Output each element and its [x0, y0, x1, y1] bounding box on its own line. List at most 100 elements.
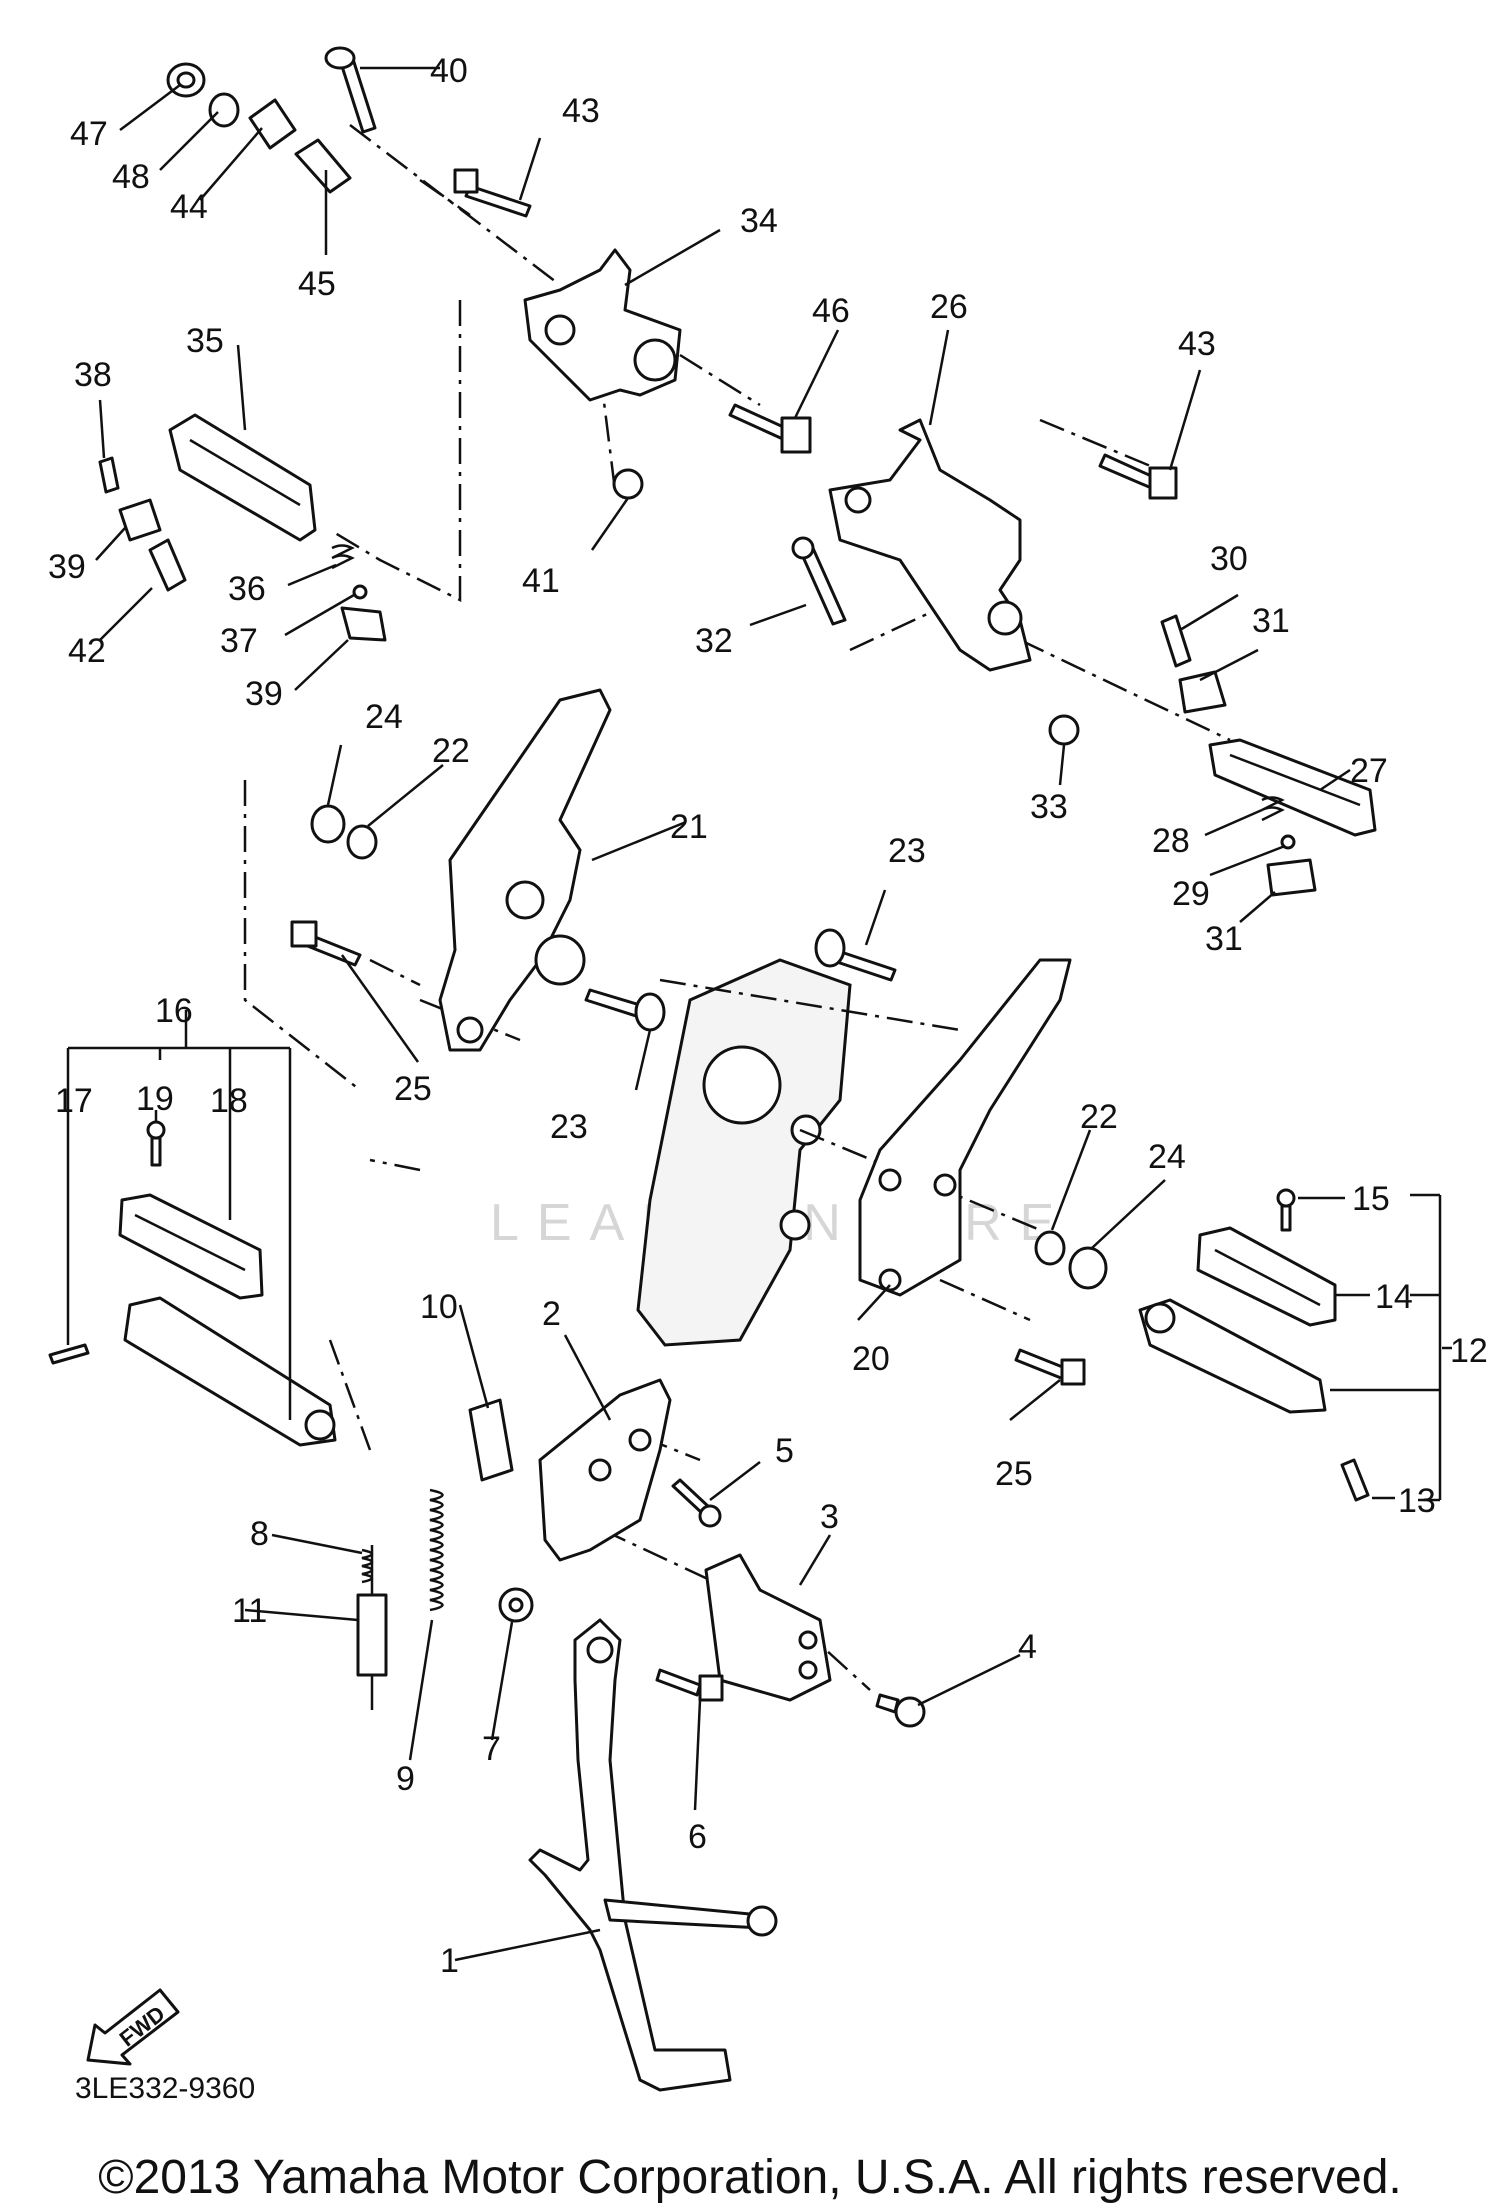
callout-19: 19: [136, 1080, 174, 1118]
bracket-21-hole: [505, 880, 545, 920]
washer-48: [208, 92, 240, 128]
callout-45: 45: [298, 265, 336, 303]
frame-hole: [702, 1045, 782, 1125]
callout-8: 8: [250, 1515, 269, 1553]
callout-22b: 22: [1080, 1098, 1118, 1136]
sidestand-knob: [746, 1905, 778, 1937]
bolt-23b-head: [814, 928, 846, 968]
callout-20: 20: [852, 1340, 890, 1378]
callout-3: 3: [820, 1498, 839, 1536]
callout-39b: 39: [245, 675, 283, 713]
spring-8: [361, 1548, 374, 1584]
bolt-25b-head: [1060, 1358, 1086, 1386]
bolt-6-head: [698, 1674, 724, 1702]
collar-22b: [1034, 1230, 1066, 1266]
bolt-23a-head: [634, 992, 666, 1032]
frame-hole: [779, 1209, 811, 1241]
callout-23b: 23: [888, 832, 926, 870]
callout-26: 26: [930, 288, 968, 326]
footrest-16-pivot: [304, 1409, 336, 1441]
callout-31a: 31: [1252, 602, 1290, 640]
callout-12: 12: [1450, 1332, 1488, 1370]
callout-34: 34: [740, 202, 778, 240]
bracket-21-hole: [534, 934, 586, 986]
callout-9: 9: [396, 1760, 415, 1798]
washer-24b: [1068, 1246, 1108, 1290]
callout-18: 18: [210, 1082, 248, 1120]
bracket-20: [858, 958, 1072, 1297]
spring-36: [331, 544, 355, 570]
spring-9: [429, 1488, 444, 1612]
callouts: 40 47 48 44 45 43 34 46 26 43 35 38 39 3…: [48, 52, 1488, 1980]
bolt-6: [655, 1668, 702, 1697]
copyright-notice: ©2013 Yamaha Motor Corporation, U.S.A. A…: [98, 2151, 1402, 2204]
bolt-46-head: [780, 416, 812, 454]
bracket-20-hole: [878, 1268, 902, 1292]
callout-29: 29: [1172, 875, 1210, 913]
pin-17: [48, 1343, 90, 1365]
callout-44: 44: [170, 188, 208, 226]
footrest-35: [168, 413, 317, 542]
bracket-26-hole: [844, 486, 872, 514]
plate-3-hole: [798, 1630, 818, 1650]
screw-19-shank: [150, 1136, 162, 1167]
bolt-23a: [584, 988, 642, 1018]
callout-10: 10: [420, 1288, 458, 1326]
footrest-bar-16: [123, 1296, 337, 1447]
ball-29: [1280, 834, 1296, 850]
callout-43a: 43: [562, 92, 600, 130]
screw-15-shank: [1280, 1204, 1292, 1232]
callout-40: 40: [430, 52, 468, 90]
bracket-34-hole: [633, 338, 677, 382]
bolt-40-head: [324, 46, 356, 70]
callout-37: 37: [220, 622, 258, 660]
bracket-20-hole: [878, 1168, 902, 1192]
callout-16: 16: [155, 992, 193, 1030]
plate-3: [704, 1553, 832, 1702]
callout-31b: 31: [1205, 920, 1243, 958]
plate-3-hole: [798, 1660, 818, 1680]
washer-24a: [310, 804, 346, 844]
sidestand-pivot: [586, 1636, 614, 1664]
leader-lines: [66, 66, 1452, 1962]
bracket-26-hole: [987, 600, 1023, 636]
callout-38: 38: [74, 356, 112, 394]
plate-31a: [1178, 670, 1227, 714]
pin-13: [1340, 1458, 1370, 1502]
collar-22a: [346, 824, 378, 860]
bracket-26: [828, 418, 1032, 672]
screw-15: [1276, 1188, 1296, 1208]
callout-11: 11: [232, 1592, 267, 1630]
stand-bracket-hole: [628, 1428, 652, 1452]
callout-25a: 25: [394, 1070, 432, 1108]
callout-46: 46: [812, 292, 850, 330]
footrest-18: [118, 1193, 264, 1300]
callout-14: 14: [1375, 1278, 1413, 1316]
callout-27: 27: [1350, 752, 1388, 790]
callout-41: 41: [522, 562, 560, 600]
callout-5: 5: [775, 1432, 794, 1470]
callout-1: 1: [440, 1942, 459, 1980]
callout-7: 7: [482, 1730, 501, 1768]
footrest-12-pivot: [1144, 1302, 1176, 1334]
callout-32: 32: [695, 622, 733, 660]
bolt-5-head: [698, 1504, 722, 1528]
bolt-25a-head: [290, 920, 318, 948]
bracket-34-hole: [544, 314, 576, 346]
callout-22a: 22: [432, 732, 470, 770]
callout-28: 28: [1152, 822, 1190, 860]
plate-39a: [118, 498, 162, 542]
plate-31b: [1266, 858, 1317, 897]
footrest-bar-12: [1138, 1298, 1327, 1414]
bolt-43-right-head: [1148, 466, 1178, 500]
pin-42: [148, 538, 187, 592]
footrest-14-grip: [1214, 1248, 1321, 1307]
bushing-44: [248, 98, 297, 150]
screw-19: [146, 1120, 166, 1140]
bracket-21: [438, 688, 612, 1052]
footrest-35-grip: [189, 438, 301, 507]
diagram-code: 3LE332-9360: [75, 2072, 255, 2105]
callout-17: 17: [55, 1082, 93, 1120]
bolt-32-head: [791, 536, 815, 560]
